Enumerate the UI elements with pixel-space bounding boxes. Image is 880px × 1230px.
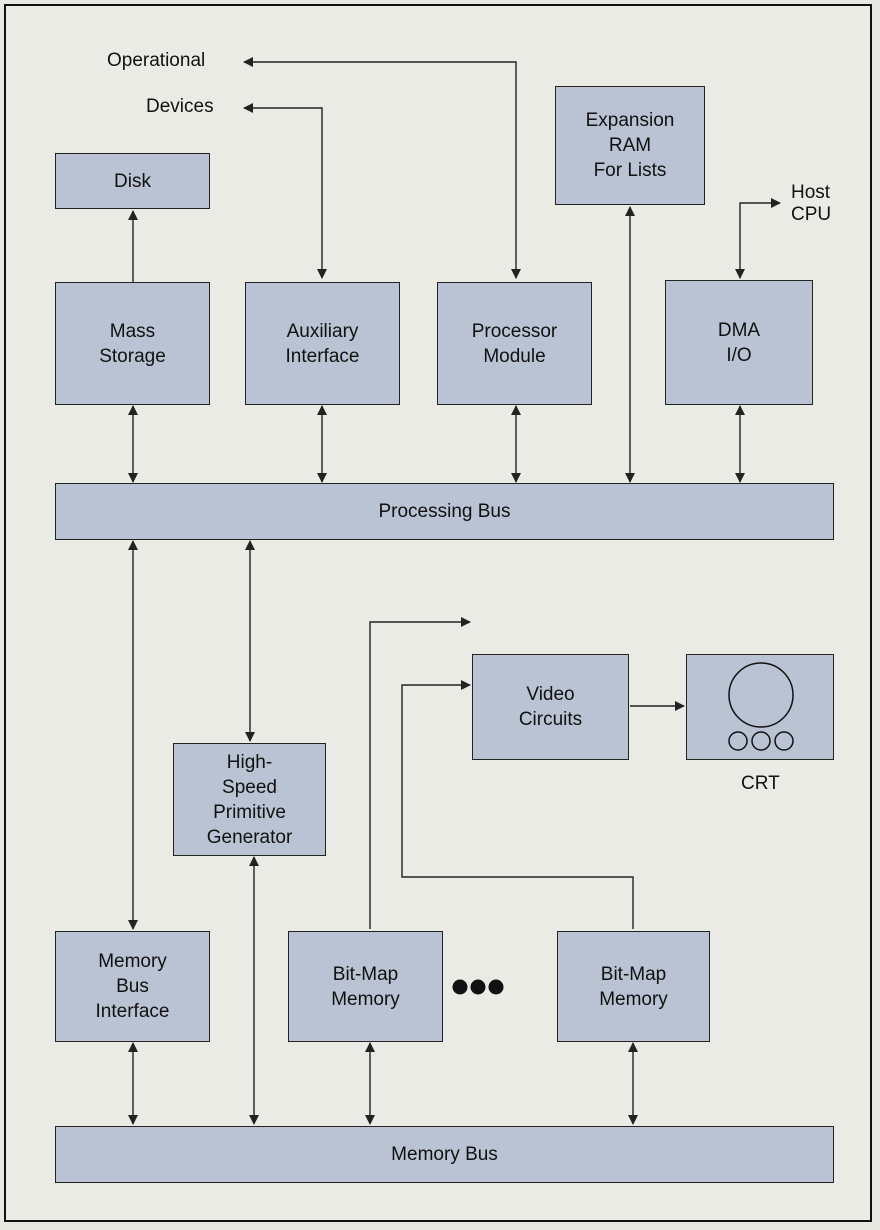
crt-monitor [686,654,834,760]
host-cpu-label: Host CPU [791,182,832,225]
processor-module-block: Processor Module [437,282,592,405]
disk-block: Disk [55,153,210,209]
video-circuits-block: Video Circuits [472,654,629,760]
dma-io-block: DMA I/O [665,280,813,405]
devices-line [243,103,327,279]
host-cpu-line [735,198,781,279]
operational-line [243,57,521,279]
memory-bus-interface-block: Memory Bus Interface [55,931,210,1042]
ellipsis-dots [452,979,504,995]
processing-bus: Processing Bus [55,483,834,540]
bitmap2-video-link [401,680,634,929]
crt-label: CRT [741,773,780,794]
operational-devices-label-1: Operational [107,50,206,71]
expansion-ram-block: Expansion RAM For Lists [555,86,705,205]
bitmap1-video-link [369,617,471,929]
mass-storage-block: Mass Storage [55,282,210,405]
crt-screen-icon [728,662,794,751]
primitive-generator-block: High- Speed Primitive Generator [173,743,326,856]
auxiliary-interface-block: Auxiliary Interface [245,282,400,405]
operational-devices-label-2: Devices [146,96,214,117]
memory-bus: Memory Bus [55,1126,834,1183]
bitmap-memory-block-1: Bit-Map Memory [288,931,443,1042]
bitmap-memory-block-2: Bit-Map Memory [557,931,710,1042]
